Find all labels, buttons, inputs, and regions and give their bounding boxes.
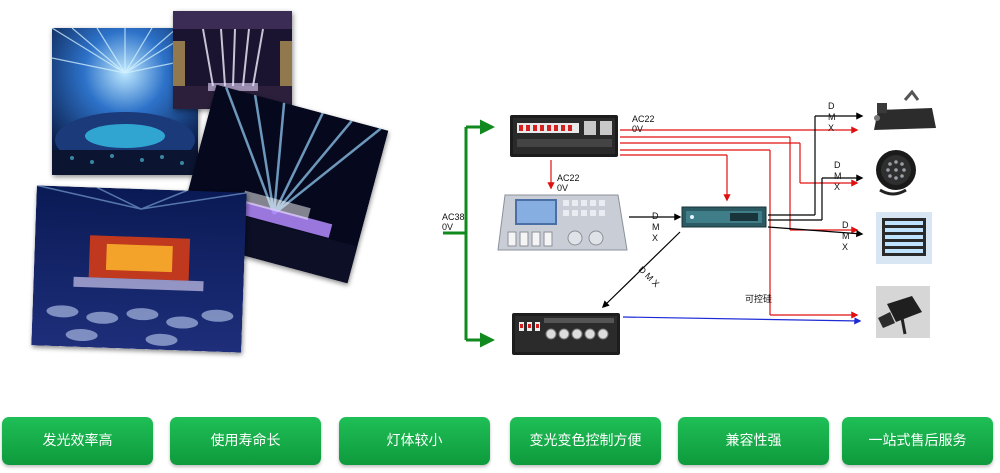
dmx-lines bbox=[601, 112, 864, 309]
ac220-top-label-line1: AC22 bbox=[632, 114, 655, 124]
lighting-console bbox=[497, 194, 628, 251]
svg-text:M: M bbox=[652, 222, 660, 232]
svg-text:X: X bbox=[828, 123, 834, 133]
ac380-feed bbox=[443, 119, 495, 348]
svg-text:D: D bbox=[834, 160, 841, 170]
svg-text:M: M bbox=[842, 231, 850, 241]
banquet-stage-photo bbox=[31, 185, 247, 353]
feature-button-long-life[interactable]: 使用寿命长 bbox=[170, 417, 321, 465]
lighting-wiring-diagram: AC38 0V AC22 0V AC22 0V D M X D M X bbox=[442, 89, 936, 355]
feature-button-after-sales-service[interactable]: 一站式售后服务 bbox=[842, 417, 993, 465]
feature-button-dimming-color-control[interactable]: 变光变色控制方便 bbox=[510, 417, 661, 465]
feature-button-compact-body[interactable]: 灯体较小 bbox=[339, 417, 490, 465]
dmx-diagonal-label: D M X bbox=[637, 264, 662, 289]
svg-text:X: X bbox=[652, 233, 658, 243]
ac220-top-label-line2: 0V bbox=[632, 124, 643, 134]
svg-text:D: D bbox=[828, 101, 835, 111]
silicon-control-line bbox=[622, 316, 862, 325]
feature-button-row: 发光效率高 使用寿命长 灯体较小 变光变色控制方便 兼容性强 一站式售后服务 bbox=[0, 417, 1000, 465]
dmx-fog-label: D M X bbox=[828, 101, 836, 133]
ac220-mid-label-line1: AC22 bbox=[557, 173, 580, 183]
profile-spotlight bbox=[876, 286, 930, 338]
feature-button-compatibility[interactable]: 兼容性强 bbox=[678, 417, 829, 465]
power-distribution-box bbox=[510, 115, 618, 157]
ac220-mid-label-line2: 0V bbox=[557, 183, 568, 193]
dmx-console-label: D M X bbox=[652, 211, 660, 243]
svg-text:D: D bbox=[652, 211, 659, 221]
dimmer-pack bbox=[512, 313, 620, 355]
led-panel-light bbox=[876, 212, 932, 264]
par-light bbox=[876, 150, 916, 196]
dmx-par-label: D M X bbox=[834, 160, 842, 192]
fog-machine bbox=[874, 89, 936, 130]
svg-text:M: M bbox=[834, 171, 842, 181]
svg-text:D: D bbox=[842, 220, 849, 230]
feature-button-high-efficiency[interactable]: 发光效率高 bbox=[2, 417, 153, 465]
svg-text:X: X bbox=[842, 242, 848, 252]
ac380-label-line1: AC38 bbox=[442, 212, 465, 222]
ac380-label-line2: 0V bbox=[442, 222, 453, 232]
svg-text:M: M bbox=[828, 112, 836, 122]
svg-text:X: X bbox=[834, 182, 840, 192]
dmx-splitter bbox=[681, 206, 767, 228]
silicon-controlled-label: 可控硅 bbox=[745, 293, 772, 304]
dmx-led-label: D M X bbox=[842, 220, 850, 252]
